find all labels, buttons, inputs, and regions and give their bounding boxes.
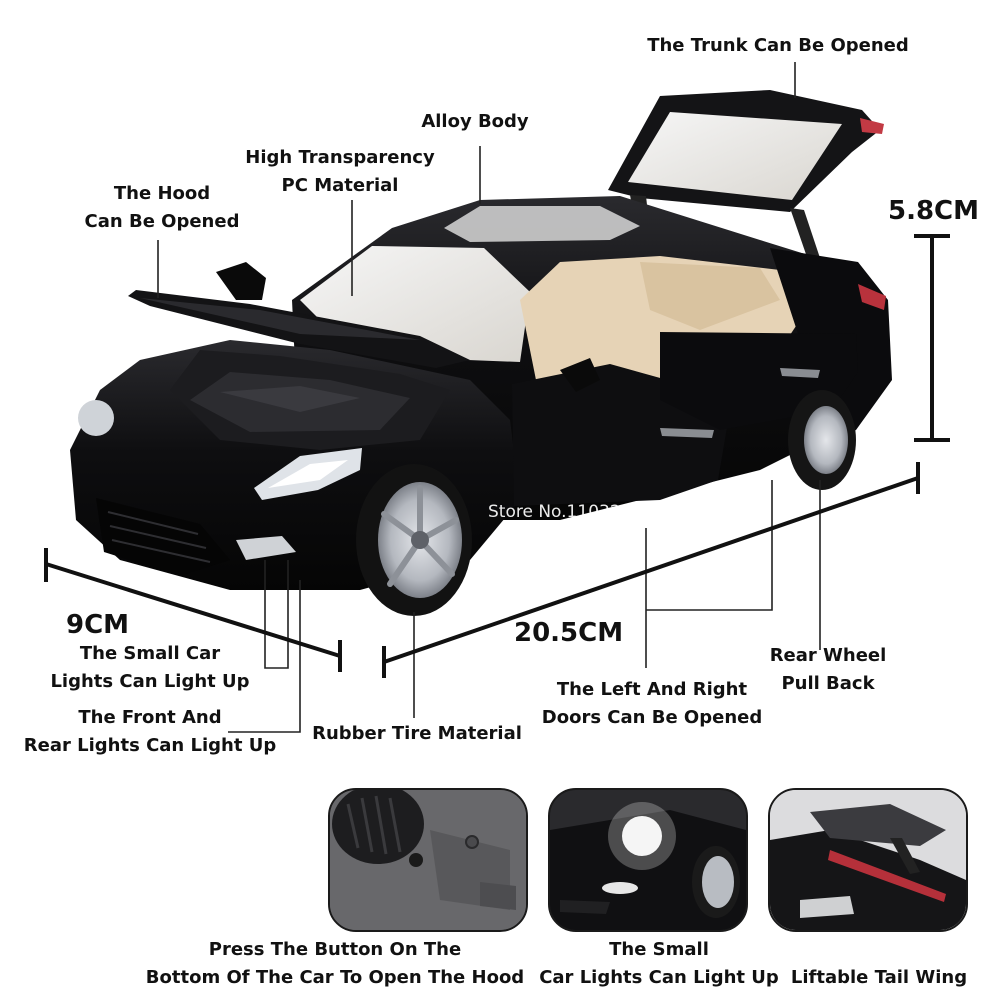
small-lights-label: The Small Car Lights Can Light Up	[40, 640, 260, 696]
height-dimension: 5.8CM	[888, 196, 980, 226]
doors-line2: Doors Can Be Opened	[541, 707, 763, 728]
doors-label: The Left And Right Doors Can Be Opened	[530, 676, 774, 732]
width-dimension: 9CM	[66, 610, 130, 640]
trunk-label: The Trunk Can Be Opened	[647, 35, 909, 56]
thumbnail-1-caption-line1: Press The Button On The	[208, 939, 462, 960]
underside-illustration	[330, 790, 526, 930]
rear-wheel-line1: Rear Wheel	[769, 645, 887, 666]
hood-line2: Can Be Opened	[84, 211, 240, 232]
thumbnail-3-caption: Liftable Tail Wing	[790, 967, 968, 988]
alloy-label: Alloy Body	[421, 111, 529, 132]
tire-label: Rubber Tire Material	[312, 723, 522, 744]
thumbnail-2-caption-line1: The Small	[609, 939, 709, 960]
thumbnail-2-caption: The Small Car Lights Can Light Up	[534, 936, 784, 992]
length-dimension: 20.5CM	[514, 618, 624, 648]
thumbnail-hood-button	[328, 788, 528, 932]
tail-wing-illustration	[770, 790, 966, 930]
thumbnail-tail-wing	[768, 788, 968, 932]
thumbnail-1-caption-line2: Bottom Of The Car To Open The Hood	[145, 967, 525, 988]
thumbnail-1-caption: Press The Button On The Bottom Of The Ca…	[140, 936, 530, 992]
dimension-lines	[44, 234, 950, 678]
store-watermark: Store No.1103270054	[488, 502, 675, 522]
lights-illustration	[550, 790, 746, 930]
car-body	[70, 196, 892, 616]
hood-label: The Hood Can Be Opened	[72, 180, 252, 236]
front-rear-line1: The Front And	[78, 707, 222, 728]
thumbnail-2-caption-line2: Car Lights Can Light Up	[539, 967, 779, 988]
leader-lines	[157, 62, 821, 733]
doors-line1: The Left And Right	[556, 679, 748, 700]
rear-wheel-label: Rear Wheel Pull Back	[758, 642, 898, 698]
rear-wheel-line2: Pull Back	[781, 673, 875, 694]
front-rear-line2: Rear Lights Can Light Up	[23, 735, 277, 756]
front-rear-lights-label: The Front And Rear Lights Can Light Up	[20, 704, 280, 760]
thumbnail-small-lights	[548, 788, 748, 932]
small-lights-line2: Lights Can Light Up	[50, 671, 250, 692]
pc-material-line2: PC Material	[281, 175, 399, 196]
pc-material-label: High Transparency PC Material	[230, 144, 450, 200]
pc-material-line1: High Transparency	[245, 147, 435, 168]
hood-line1: The Hood	[113, 183, 211, 204]
small-lights-line1: The Small Car	[79, 643, 221, 664]
